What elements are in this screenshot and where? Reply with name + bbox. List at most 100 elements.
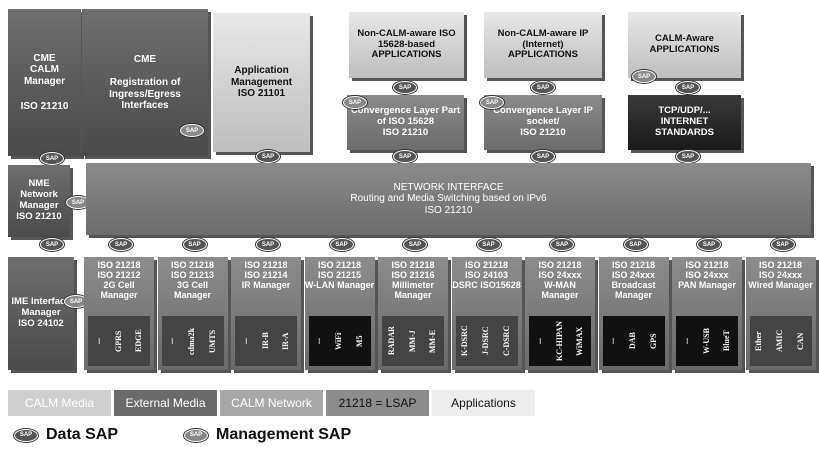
media-manager-name: 3G Cell Manager xyxy=(173,279,211,300)
media-technology-label: ... xyxy=(533,338,543,344)
noncalm-15628-applications-label: Non-CALM-aware ISO 15628-based APPLICATI… xyxy=(357,27,456,61)
tcp-udp-internet-label: TCP/UDP/... INTERNET STANDARDS xyxy=(655,105,714,138)
data-sap-icon: SAP xyxy=(403,238,427,251)
media-standard-label: ISO 24xxx xyxy=(538,269,582,280)
management-sap-icon: SAP xyxy=(343,96,367,109)
media-technology-label: ... xyxy=(607,338,617,344)
data-sap-icon: SAP xyxy=(329,238,354,251)
media-technology-label: BlueT xyxy=(722,330,732,352)
application-management-title: Application Management xyxy=(230,65,293,88)
media-technology-label: M5 xyxy=(354,335,364,347)
network-interface-iso: ISO 21210 xyxy=(424,204,473,216)
media-lsap-label: ISO 21218 xyxy=(611,260,656,270)
media-technology-label: KC-HIPAN xyxy=(554,321,564,361)
media-technology-label: J-DSRC xyxy=(481,326,491,356)
data-sap-icon: SAP xyxy=(676,81,700,94)
media-technologies: ... GPRS EDGE xyxy=(88,316,150,366)
media-standard-label: ISO 21212 xyxy=(97,269,141,280)
calm-aware-applications-box: CALM-Aware APPLICATIONS xyxy=(628,12,741,78)
data-sap-icon: SAP xyxy=(256,150,280,163)
application-management-box: Application Management ISO 21101 xyxy=(213,13,310,152)
data-sap-icon: SAP xyxy=(550,238,574,251)
network-interface-box: NETWORK INTERFACE Routing and Media Swit… xyxy=(86,163,811,235)
data-sap-icon: SAP xyxy=(14,428,38,442)
data-sap-icon: SAP xyxy=(109,238,133,251)
tcp-udp-internet-box: TCP/UDP/... INTERNET STANDARDS xyxy=(628,95,741,150)
cme-registration-text: Registration of Ingress/Egress Interface… xyxy=(109,77,181,111)
media-technology-label: GPRS xyxy=(113,330,123,352)
media-technology-label: GPS xyxy=(648,333,658,349)
data-sap-icon: SAP xyxy=(40,238,64,251)
management-sap-icon: SAP xyxy=(180,124,204,137)
media-manager-name: Millimeter Manager xyxy=(391,279,434,300)
media-technology-label: WiFi xyxy=(334,332,344,350)
noncalm-ip-applications-box: Non-CALM-aware IP (Internet) APPLICATION… xyxy=(484,12,602,78)
media-standard-label: ISO 21215 xyxy=(317,269,362,280)
nme-network-manager-title: NME Network Manager xyxy=(19,178,59,211)
network-interface-subtitle: Routing and Media Switching based on IPv… xyxy=(350,193,547,205)
media-manager-name: W-MAN Manager xyxy=(541,279,579,300)
media-lsap-label: ISO 21218 xyxy=(758,260,803,270)
media-technology-label: K-DSRC xyxy=(460,325,470,357)
media-lsap-label: ISO 21218 xyxy=(464,260,509,270)
media-technology-label: ... xyxy=(166,338,176,344)
media-standard-label: ISO 21213 xyxy=(170,269,215,280)
legend-applications: Applications xyxy=(432,390,535,416)
data-sap-icon: SAP xyxy=(40,152,64,165)
data-sap-icon: SAP xyxy=(393,81,417,94)
data-sap-icon: SAP xyxy=(393,150,417,163)
data-sap-icon: SAP xyxy=(531,81,555,94)
nme-network-manager-iso: ISO 21210 xyxy=(16,210,62,222)
media-lsap-label: ISO 21218 xyxy=(244,260,288,270)
legend-lsap: 21218 = LSAP xyxy=(326,390,429,416)
media-technology-label: ... xyxy=(92,338,102,344)
data-sap-icon: SAP xyxy=(770,238,795,251)
application-management-iso: ISO 21101 xyxy=(237,88,286,100)
data-sap-icon: SAP xyxy=(623,238,648,251)
media-technology-label: UMTS xyxy=(207,329,217,353)
media-lsap-label: ISO 21218 xyxy=(538,260,582,270)
media-manager-name: W-LAN Manager xyxy=(304,279,375,290)
convergence-layer-15628-label: Convergence Layer Part of ISO 15628 xyxy=(350,105,461,128)
convergence-layer-ip-label: Convergence Layer IP socket/ xyxy=(493,105,593,128)
media-manager-name: Wired Manager xyxy=(748,279,813,290)
media-standard-label: ISO 24xxx xyxy=(685,269,729,280)
media-standard-label: ISO 21214 xyxy=(244,269,288,280)
media-standard-label: ISO 21216 xyxy=(391,269,435,280)
cme-calm-manager-title: CME CALM Manager xyxy=(23,52,66,87)
media-manager-name: IR Manager xyxy=(241,279,291,290)
media-technology-label: cdma2k xyxy=(187,327,197,355)
media-technologies: ... cdma2k UMTS xyxy=(161,316,224,366)
media-standard-label: ISO 24xxx xyxy=(758,269,803,280)
nme-network-manager-box: NME Network Manager ISO 21210 xyxy=(8,165,70,237)
management-sap-icon: SAP xyxy=(632,70,656,83)
data-sap-icon: SAP xyxy=(697,238,721,251)
convergence-layer-ip-box: Convergence Layer IP socket/ ISO 21210 xyxy=(484,95,602,150)
media-technology-label: EDGE xyxy=(134,329,144,353)
media-technology-label: ... xyxy=(239,338,249,344)
media-standard-label: ISO 24xxx xyxy=(611,269,656,280)
legend-calm-network: CALM Network xyxy=(220,390,323,416)
media-manager-name: DSRC ISO15628 xyxy=(452,279,521,290)
legend-data-sap: SAP Data SAP xyxy=(14,426,118,444)
